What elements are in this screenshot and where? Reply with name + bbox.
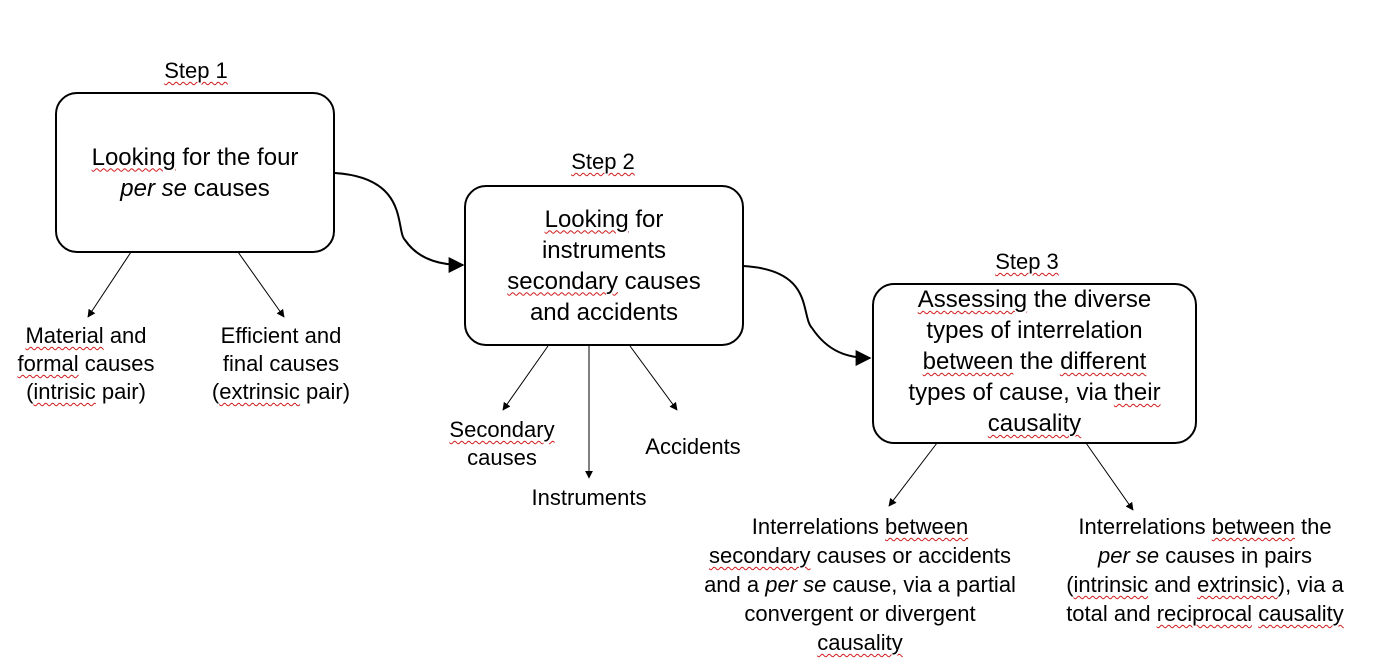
step1-efficient-arrow [237,251,285,318]
step2-accidents-arrow [629,345,678,411]
partial-causality-interrelations: Interrelations between secondary causes … [704,514,1016,655]
step3-box: Assessing the diverse types of interrela… [872,283,1197,444]
step3-label: Step 3 [995,249,1059,274]
step3-right-arrow [1085,442,1134,511]
step2-secondary-arrow [502,345,549,411]
accidents: Accidents [645,434,741,459]
step1-box: Looking for the four per se causes [55,92,335,253]
step3-left-arrow [888,442,938,507]
step1-to-step2-arrow [334,172,465,273]
step1-box-text: Looking for the four per se causes [91,143,299,202]
instruments: Instruments [531,485,647,510]
step3-box-text: Assessing the diverse types of interrela… [908,286,1161,437]
step2-label: Step 2 [571,149,635,174]
step2-to-step3-arrow [742,265,872,366]
secondary-causes: Secondary causes [449,417,555,470]
step1-material-arrow [87,251,132,318]
reciprocal-causality-interrelations: Interrelations between the per se causes… [1066,514,1344,626]
step1-label: Step 1 [164,58,228,83]
material-formal-causes: Material and formal causes (intrisic pai… [17,323,155,404]
efficient-final-causes: Efficient and final causes (extrinsic pa… [211,323,351,404]
step2-box: Looking for instruments secondary causes… [464,185,744,346]
step2-box-text: Looking for instruments secondary causes… [507,205,701,326]
